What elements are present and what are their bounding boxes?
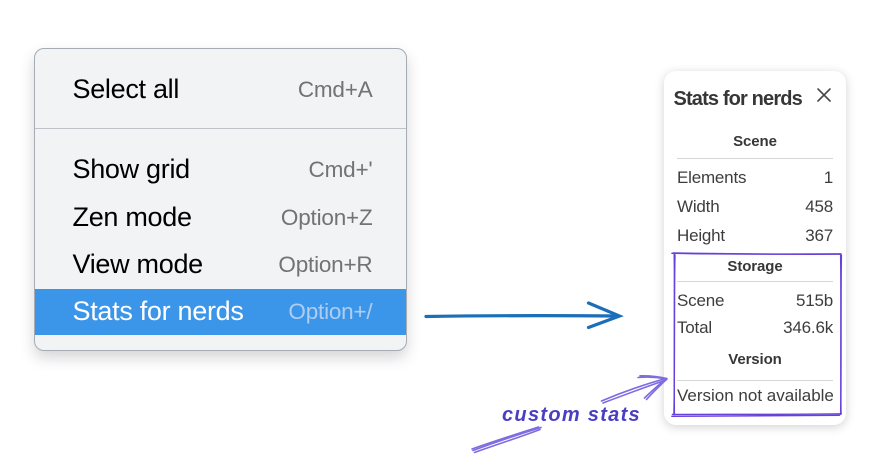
svg-text:custom stats: custom stats xyxy=(502,404,641,426)
